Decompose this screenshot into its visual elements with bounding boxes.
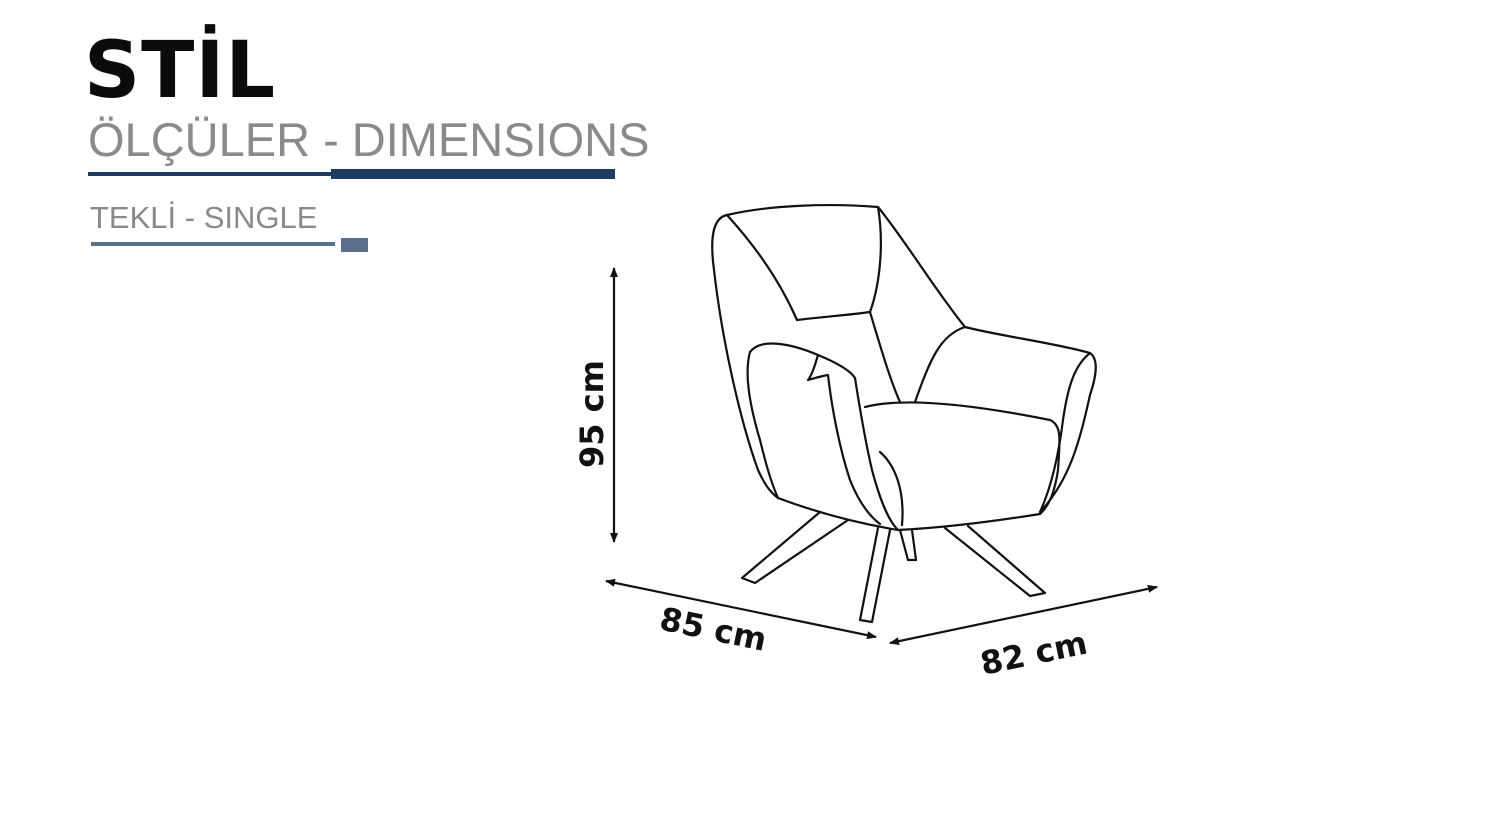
depth-dimension-label: 82 cm xyxy=(977,624,1090,683)
depth-dimension-arrow xyxy=(889,584,1158,646)
variant-label: TEKLİ - SINGLE xyxy=(90,200,318,235)
variant-underline-thin xyxy=(91,242,335,246)
subtitle-underline-thin xyxy=(88,172,334,176)
height-dimension-label: 95 cm xyxy=(573,360,611,468)
width-dimension-arrow xyxy=(605,578,877,640)
width-dimension-label: 85 cm xyxy=(657,600,770,659)
armchair-icon xyxy=(711,203,1097,624)
section-subtitle: ÖLÇÜLER - DIMENSIONS xyxy=(88,113,650,166)
variant-underline-block xyxy=(341,238,368,252)
product-title: STİL xyxy=(84,26,277,116)
subtitle-underline-thick xyxy=(331,169,615,179)
